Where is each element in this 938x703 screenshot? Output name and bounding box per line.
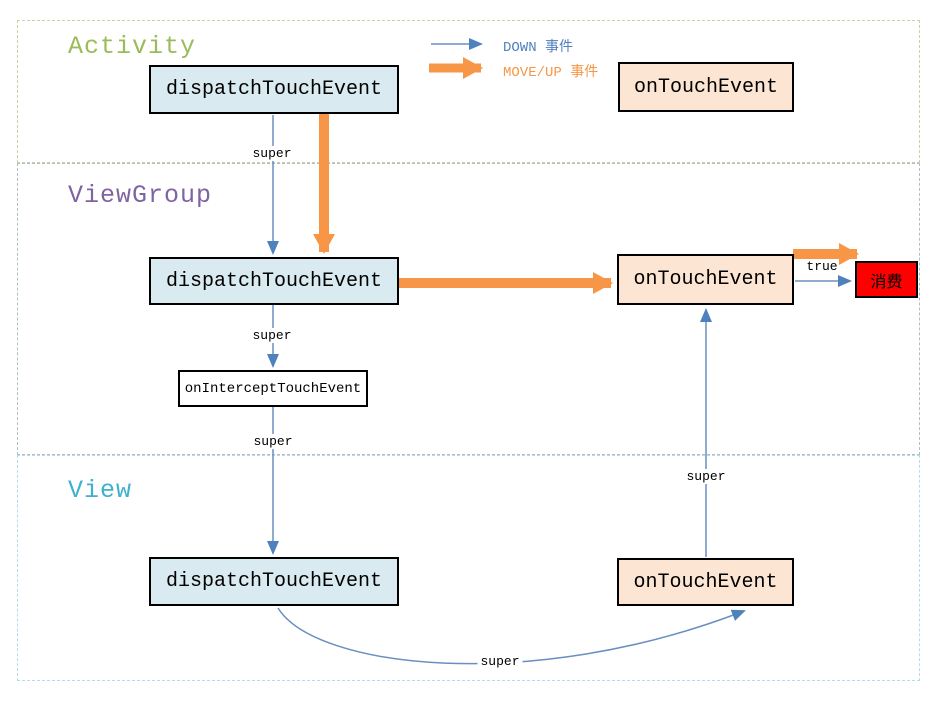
super-label-viewgroup-to-intercept: super (249, 328, 295, 343)
super-label-activity-to-viewgroup: super (249, 146, 295, 161)
activity-section-label: Activity (68, 32, 197, 61)
activity-dispatchtouchevent-box: dispatchTouchEvent (149, 65, 399, 114)
viewgroup-ontouchevent-box: onTouchEvent (617, 254, 794, 305)
view-dispatchtouchevent-box: dispatchTouchEvent (149, 557, 399, 606)
consume-box: 消费 (855, 261, 918, 298)
view-section-label: View (68, 476, 133, 505)
true-label-ontouch-to-consume: true (806, 259, 838, 274)
view-ontouchevent-box: onTouchEvent (617, 558, 794, 606)
viewgroup-dispatchtouchevent-box: dispatchTouchEvent (149, 257, 399, 305)
activity-ontouchevent-box: onTouchEvent (618, 62, 794, 112)
viewgroup-section-label: ViewGroup (68, 181, 213, 210)
super-label-view-dispatch-to-view-ontouch: super (477, 654, 523, 669)
legend-down-label: DOWN 事件 (503, 40, 574, 56)
view-section (17, 455, 920, 681)
arrow-super-view-dispatch-to-view-ontouch (277, 607, 746, 665)
super-label-intercept-to-view: super (250, 434, 296, 449)
viewgroup-onintercepttouchevent-box: onInterceptTouchEvent (178, 370, 368, 407)
legend-moveup-label: MOVE/UP 事件 (503, 65, 599, 81)
viewgroup-section (17, 163, 920, 455)
super-label-view-ontouch-to-viewgroup-ontouch: super (683, 469, 729, 484)
activity-section (17, 20, 920, 163)
